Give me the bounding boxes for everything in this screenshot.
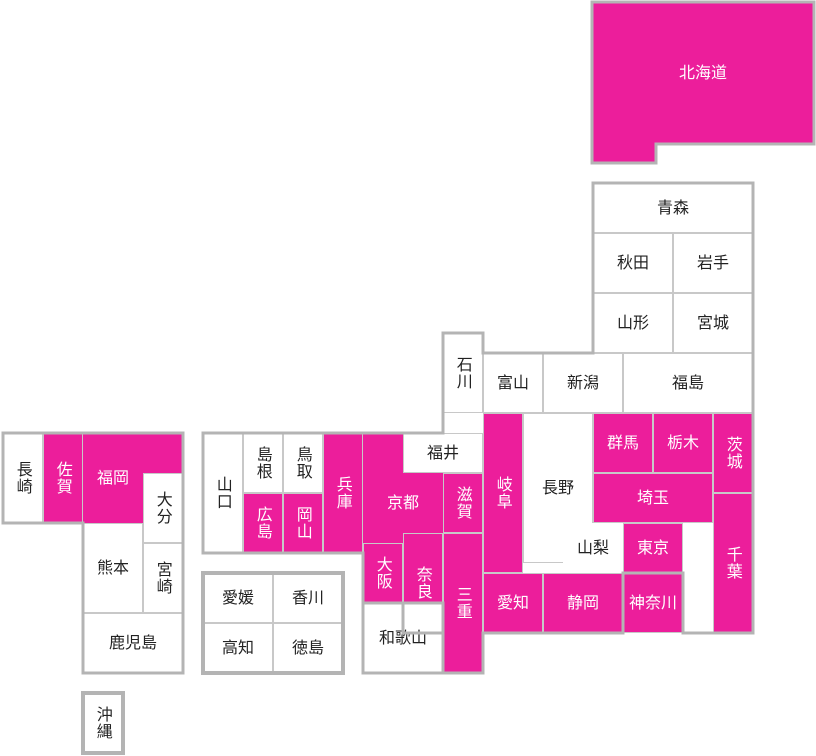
pref-fukushima-label: 福島 bbox=[671, 373, 704, 393]
pref-osaka[interactable]: 大阪 bbox=[363, 543, 403, 603]
pref-hokkaido[interactable]: 北海道 bbox=[592, 2, 814, 144]
pref-kochi[interactable]: 高知 bbox=[203, 623, 273, 673]
pref-ibaraki[interactable]: 茨城 bbox=[713, 413, 753, 493]
pref-hyogo[interactable]: 兵庫 bbox=[323, 433, 363, 553]
pref-hokkaido-label: 北海道 bbox=[678, 63, 727, 83]
pref-niigata-label: 新潟 bbox=[566, 373, 599, 393]
pref-gifu-label: 岐阜 bbox=[493, 476, 513, 510]
pref-miyagi-label: 宮城 bbox=[696, 313, 729, 333]
pref-nagasaki-label: 長崎 bbox=[13, 461, 33, 495]
pref-kagawa[interactable]: 香川 bbox=[273, 573, 343, 623]
pref-miyagi[interactable]: 宮城 bbox=[673, 293, 753, 353]
pref-shiga-label: 滋賀 bbox=[453, 486, 473, 520]
pref-kagoshima-label: 鹿児島 bbox=[108, 633, 157, 653]
pref-shiga[interactable]: 滋賀 bbox=[443, 473, 483, 533]
pref-kagoshima[interactable]: 鹿児島 bbox=[83, 613, 183, 673]
pref-hyogo-label: 兵庫 bbox=[333, 476, 353, 510]
pref-tokushima-label: 徳島 bbox=[291, 638, 324, 658]
pref-iwate-label: 岩手 bbox=[696, 253, 729, 273]
pref-aomori-label: 青森 bbox=[656, 198, 689, 218]
pref-kagawa-label: 香川 bbox=[291, 588, 324, 608]
pref-shizuoka-label: 静岡 bbox=[566, 593, 599, 613]
pref-akita[interactable]: 秋田 bbox=[593, 233, 673, 293]
pref-okinawa[interactable]: 沖縄 bbox=[83, 693, 123, 753]
pref-aichi-label: 愛知 bbox=[496, 593, 529, 613]
pref-mie-label: 三重 bbox=[453, 586, 473, 620]
pref-tochigi[interactable]: 栃木 bbox=[653, 413, 713, 473]
pref-okayama-label: 岡山 bbox=[293, 506, 313, 540]
pref-saitama-label: 埼玉 bbox=[636, 488, 669, 508]
pref-osaka-label: 大阪 bbox=[373, 556, 393, 590]
pref-kumamoto-label: 熊本 bbox=[96, 558, 129, 578]
pref-saga[interactable]: 佐賀 bbox=[43, 433, 83, 523]
pref-miyazaki[interactable]: 宮崎 bbox=[143, 543, 183, 613]
pref-niigata[interactable]: 新潟 bbox=[543, 353, 623, 413]
pref-kanagawa-label: 神奈川 bbox=[628, 593, 677, 613]
pref-gunma[interactable]: 群馬 bbox=[593, 413, 653, 473]
pref-nara-label: 奈良 bbox=[413, 566, 433, 600]
pref-tokyo[interactable]: 東京 bbox=[623, 523, 683, 573]
pref-fukui-label: 福井 bbox=[426, 443, 459, 463]
pref-ishikawa-label: 石川 bbox=[453, 356, 473, 390]
pref-saga-label: 佐賀 bbox=[53, 461, 73, 495]
pref-oita-label: 大分 bbox=[153, 491, 173, 525]
pref-gunma-label: 群馬 bbox=[606, 433, 639, 453]
pref-aomori[interactable]: 青森 bbox=[593, 183, 753, 233]
pref-tokyo-label: 東京 bbox=[636, 538, 669, 558]
pref-hiroshima[interactable]: 広島 bbox=[243, 493, 283, 553]
pref-ibaraki-label: 茨城 bbox=[723, 436, 743, 470]
pref-saitama[interactable]: 埼玉 bbox=[593, 473, 713, 523]
pref-chiba[interactable]: 千葉 bbox=[713, 493, 753, 633]
pref-akita-label: 秋田 bbox=[616, 253, 649, 273]
pref-wakayama-label: 和歌山 bbox=[378, 628, 427, 648]
pref-yamanashi[interactable]: 山梨 bbox=[563, 523, 623, 573]
pref-toyama[interactable]: 富山 bbox=[483, 353, 543, 413]
pref-fukuoka[interactable]: 福岡 bbox=[83, 433, 143, 523]
pref-yamagata-label: 山形 bbox=[616, 313, 649, 333]
pref-yamaguchi-label: 山口 bbox=[213, 476, 233, 510]
pref-fukui[interactable]: 福井 bbox=[403, 433, 483, 473]
pref-yamagata[interactable]: 山形 bbox=[593, 293, 673, 353]
pref-fukushima[interactable]: 福島 bbox=[623, 353, 753, 413]
pref-fukuoka-label: 福岡 bbox=[96, 468, 129, 488]
pref-nagano-label: 長野 bbox=[541, 478, 574, 498]
pref-tottori[interactable]: 鳥取 bbox=[283, 433, 323, 493]
pref-mie[interactable]: 三重 bbox=[443, 533, 483, 673]
pref-miyazaki-label: 宮崎 bbox=[153, 561, 173, 595]
pref-toyama-label: 富山 bbox=[496, 373, 529, 393]
pref-ehime-label: 愛媛 bbox=[221, 588, 254, 608]
pref-hiroshima-label: 広島 bbox=[253, 506, 273, 540]
pref-ehime[interactable]: 愛媛 bbox=[203, 573, 273, 623]
pref-chiba-label: 千葉 bbox=[723, 546, 743, 580]
pref-tokushima[interactable]: 徳島 bbox=[273, 623, 343, 673]
pref-oita[interactable]: 大分 bbox=[143, 473, 183, 543]
pref-shimane-label: 島根 bbox=[253, 446, 273, 480]
pref-iwate[interactable]: 岩手 bbox=[673, 233, 753, 293]
pref-ishikawa[interactable]: 石川 bbox=[443, 333, 483, 413]
pref-tottori-label: 鳥取 bbox=[293, 446, 313, 480]
pref-tochigi-label: 栃木 bbox=[666, 433, 699, 453]
pref-gifu[interactable]: 岐阜 bbox=[483, 413, 523, 573]
pref-shimane[interactable]: 島根 bbox=[243, 433, 283, 493]
pref-okinawa-label: 沖縄 bbox=[93, 706, 113, 740]
pref-yamaguchi[interactable]: 山口 bbox=[203, 433, 243, 553]
pref-kumamoto[interactable]: 熊本 bbox=[83, 523, 143, 613]
pref-yamanashi-label: 山梨 bbox=[576, 538, 609, 558]
pref-wakayama[interactable]: 和歌山 bbox=[363, 603, 443, 673]
pref-kochi-label: 高知 bbox=[221, 638, 254, 658]
pref-kyoto-label: 京都 bbox=[386, 493, 419, 513]
pref-aichi[interactable]: 愛知 bbox=[483, 573, 543, 633]
pref-kyoto[interactable]: 京都 bbox=[363, 473, 443, 533]
pref-nagasaki[interactable]: 長崎 bbox=[3, 433, 43, 523]
pref-okayama[interactable]: 岡山 bbox=[283, 493, 323, 553]
pref-kanagawa[interactable]: 神奈川 bbox=[623, 573, 683, 633]
pref-shizuoka[interactable]: 静岡 bbox=[543, 573, 623, 633]
